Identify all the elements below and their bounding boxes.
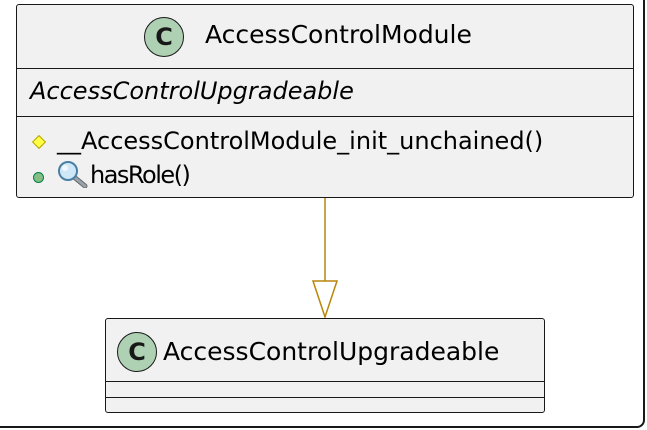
class-badge-icon: C [117,332,157,372]
class-access-control-upgradeable[interactable]: C AccessControlUpgradeable [105,318,545,413]
class-access-control-module[interactable]: C AccessControlModule AccessControlUpgra… [16,4,634,198]
class-divider [106,381,544,382]
class-name: AccessControlUpgradeable [163,337,500,366]
class-name: AccessControlModule [205,20,472,49]
field-parent-reference: AccessControlUpgradeable [30,77,354,105]
method-init-unchained: __AccessControlModule_init_unchained() [57,127,544,155]
class-divider [17,116,633,117]
method-has-role: hasRole() [90,161,191,189]
class-divider [17,68,633,69]
protected-visibility-icon [31,134,47,150]
inheritance-arrowhead [311,280,339,320]
magnifier-icon [58,161,88,188]
class-badge-icon: C [144,17,184,57]
class-divider [106,397,544,398]
public-visibility-icon [33,172,44,183]
